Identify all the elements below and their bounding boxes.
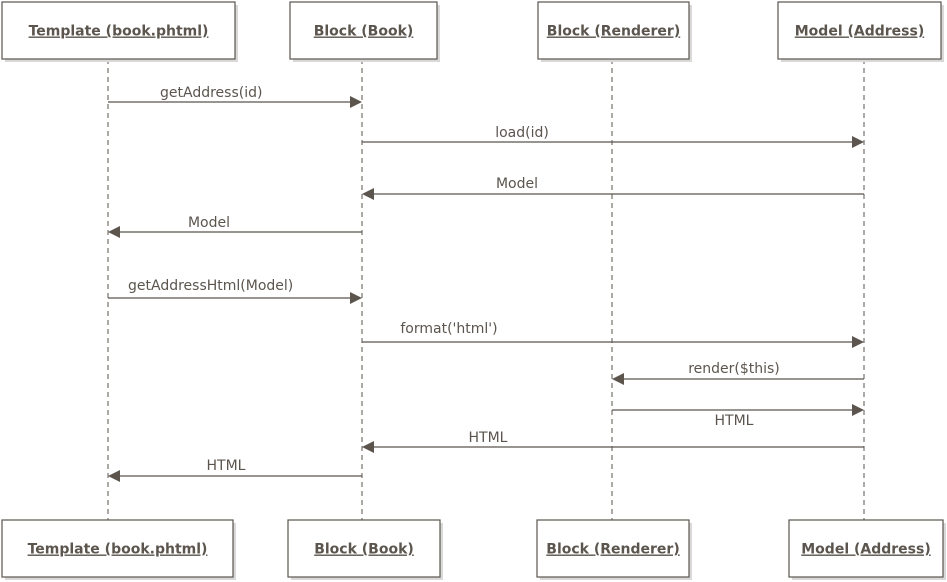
message-label: getAddress(id) <box>160 85 262 101</box>
message-label: Model <box>496 176 538 192</box>
message-label: format('html') <box>400 321 497 337</box>
messages: getAddress(id)load(id)ModelModelgetAddre… <box>108 85 864 482</box>
message-6: format('html') <box>362 321 864 348</box>
participant-model_address-top: Model (Address) <box>777 1 944 62</box>
participant-block_renderer-bottom: Block (Renderer) <box>536 519 692 580</box>
arrowhead-icon <box>108 226 120 238</box>
participant-label: Model (Address) <box>801 542 930 558</box>
message-label: getAddressHtml(Model) <box>128 278 293 294</box>
message-7: render($this) <box>612 361 864 385</box>
arrowhead-icon <box>612 373 624 385</box>
participant-box <box>788 519 944 578</box>
participant-label: Block (Book) <box>314 542 414 558</box>
participant-box <box>537 1 690 60</box>
participant-label: Block (Renderer) <box>546 542 679 558</box>
participant-template-top: Template (book.phtml) <box>1 1 238 62</box>
participant-box <box>289 1 438 60</box>
arrowhead-icon <box>852 136 864 148</box>
message-label: Model <box>188 215 230 231</box>
arrowhead-icon <box>852 336 864 348</box>
arrowhead-icon <box>852 404 864 416</box>
arrowhead-icon <box>362 441 374 453</box>
message-8: HTML <box>612 404 864 429</box>
arrowhead-icon <box>108 470 120 482</box>
message-label: HTML <box>207 458 246 474</box>
participant-label: Template (book.phtml) <box>29 24 209 40</box>
participant-block_book-bottom: Block (Book) <box>287 519 443 580</box>
participant-box <box>777 1 942 60</box>
participant-model_address-bottom: Model (Address) <box>788 519 946 580</box>
message-4: Model <box>108 215 362 238</box>
message-2: load(id) <box>362 125 864 148</box>
participant-block_book-top: Block (Book) <box>289 1 440 62</box>
participant-template-bottom: Template (book.phtml) <box>1 519 236 580</box>
participant-box <box>1 1 236 60</box>
arrowhead-icon <box>362 188 374 200</box>
arrowhead-icon <box>350 292 362 304</box>
message-9: HTML <box>362 430 864 453</box>
participant-label: Block (Book) <box>314 24 414 40</box>
message-label: HTML <box>469 430 508 446</box>
participant-label: Block (Renderer) <box>547 24 680 40</box>
message-label: load(id) <box>495 125 549 141</box>
message-5: getAddressHtml(Model) <box>108 278 362 304</box>
message-1: getAddress(id) <box>108 85 362 108</box>
participant-label: Model (Address) <box>795 24 924 40</box>
message-10: HTML <box>108 458 362 482</box>
message-3: Model <box>362 176 864 200</box>
participant-block_renderer-top: Block (Renderer) <box>537 1 692 62</box>
participant-label: Template (book.phtml) <box>28 542 208 558</box>
message-label: render($this) <box>688 361 780 377</box>
participant-box <box>536 519 690 578</box>
message-label: HTML <box>715 413 754 429</box>
participant-box <box>1 519 234 578</box>
lifelines <box>107 59 865 520</box>
participant-box <box>287 519 441 578</box>
arrowhead-icon <box>350 96 362 108</box>
